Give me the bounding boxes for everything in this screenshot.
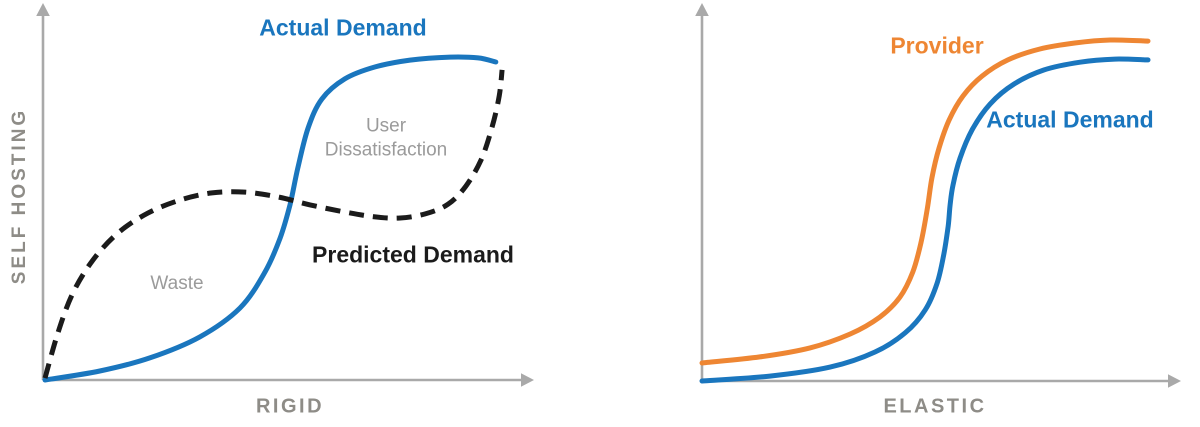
curve-predicted-demand xyxy=(42,69,505,379)
provider-label: Provider xyxy=(890,32,984,59)
curve-provider xyxy=(699,37,1151,366)
x-axis-arrow-icon xyxy=(521,373,534,387)
user-dissatisfaction-label: User Dissatisfaction xyxy=(324,115,448,160)
elastic-chart-plot xyxy=(695,3,1181,388)
actual-demand-label: Actual Demand xyxy=(259,14,427,41)
x-axis-arrow-icon xyxy=(1168,374,1181,388)
y-axis-arrow-icon xyxy=(36,3,50,16)
y-axis-label-self-hosting: SELF HOSTING xyxy=(9,107,30,285)
curve-actual-demand xyxy=(699,56,1151,384)
actual-demand-label: Actual Demand xyxy=(986,106,1154,133)
rigid-chart-plot xyxy=(36,3,534,387)
x-axis-label-rigid: RIGID xyxy=(255,395,325,418)
x-axis-label-elastic: ELASTIC xyxy=(883,395,987,418)
waste-label: Waste xyxy=(150,273,204,294)
elastic-chart: Provider Actual Demand ELASTIC xyxy=(600,0,1200,427)
predicted-demand-label: Predicted Demand xyxy=(312,241,514,268)
curve-actual-demand xyxy=(42,54,499,383)
rigid-chart: Actual Demand User Dissatisfaction Predi… xyxy=(9,3,534,418)
y-axis-arrow-icon xyxy=(695,3,709,16)
